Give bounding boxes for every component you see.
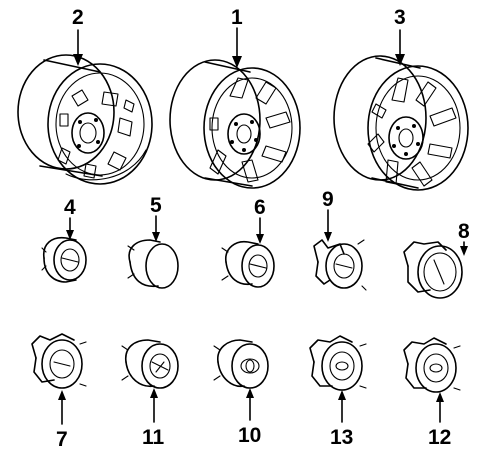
callout-9: 9: [322, 188, 334, 211]
callout-13: 13: [330, 426, 353, 449]
callout-8: 8: [458, 220, 470, 243]
cap-9[interactable]: [313, 239, 367, 291]
callout-2: 2: [72, 6, 84, 29]
wheel-1[interactable]: [169, 59, 301, 189]
cap-11[interactable]: [121, 339, 179, 389]
cap-6[interactable]: [221, 240, 275, 288]
cap-4[interactable]: [41, 236, 87, 283]
wheel-2[interactable]: [17, 54, 153, 185]
cap-7[interactable]: [31, 333, 87, 389]
callout-1: 1: [231, 6, 243, 29]
leader-arrows: [58, 27, 468, 425]
cap-10[interactable]: [213, 339, 269, 389]
callout-3: 3: [394, 6, 406, 29]
callout-4: 4: [64, 196, 76, 219]
callout-6: 6: [254, 196, 266, 219]
callout-7: 7: [56, 428, 68, 451]
callout-5: 5: [150, 194, 162, 217]
cap-13[interactable]: [309, 335, 367, 391]
cap-8[interactable]: [403, 241, 463, 299]
wheel-3[interactable]: [333, 55, 469, 191]
cap-12[interactable]: [403, 337, 461, 393]
callout-10: 10: [238, 424, 261, 447]
callout-12: 12: [428, 426, 451, 449]
callout-11: 11: [142, 426, 165, 449]
cap-5[interactable]: [127, 239, 179, 289]
